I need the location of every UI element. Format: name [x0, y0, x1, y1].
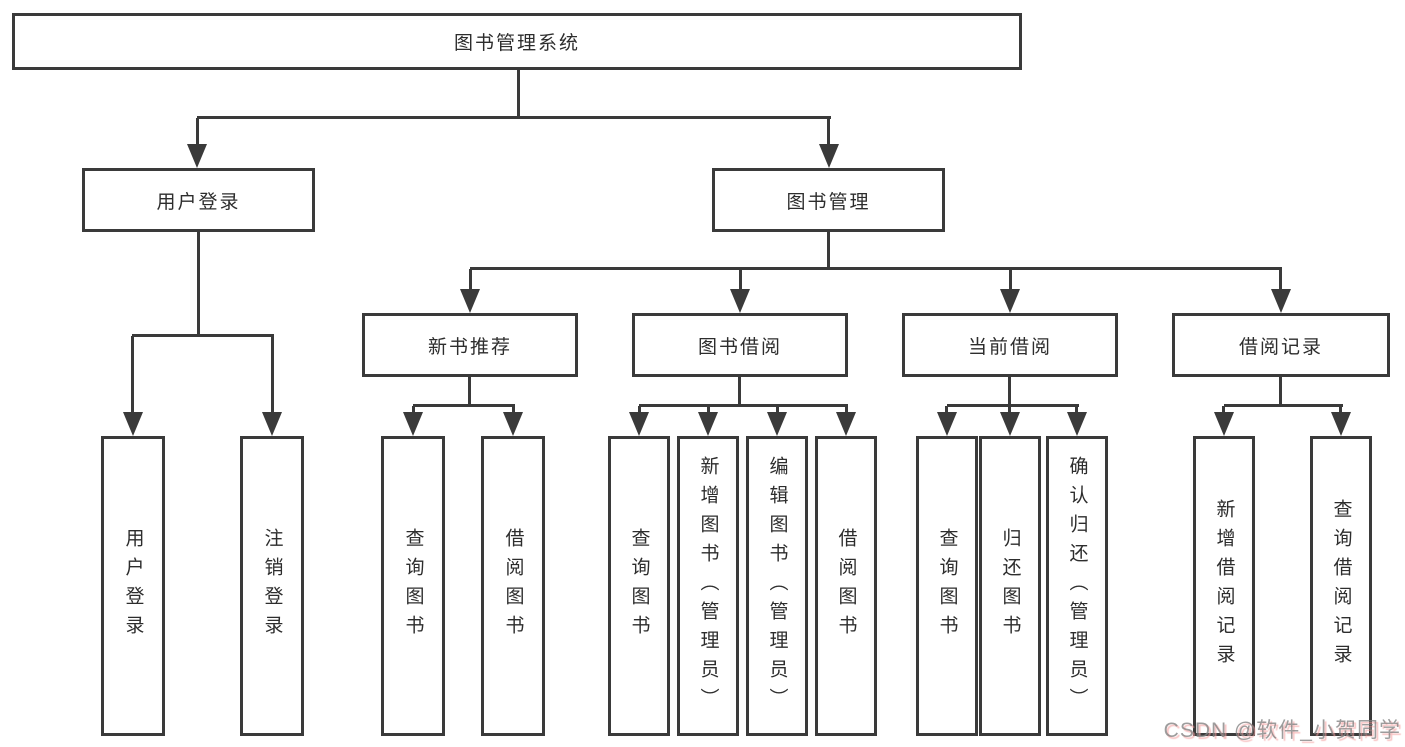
leaf-logout: 注销登录 — [240, 436, 304, 736]
arrowhead-nb-query — [403, 412, 423, 436]
edge-drop-nb-query — [412, 406, 415, 414]
arrowhead-borrow-records — [1271, 289, 1291, 313]
leaf-user-login-label: 用户登录 — [122, 528, 144, 644]
node-book-borrow: 图书借阅 — [632, 313, 848, 377]
leaf-nb-borrow-books: 借阅图书 — [481, 436, 545, 736]
edge-book-borrow-stem — [738, 377, 741, 406]
leaf-bb-add-books-admin: 新增图书（管理员） — [677, 436, 739, 736]
edge-drop-br-add — [1222, 406, 1225, 414]
leaf-bb-add-books-admin-label: 新增图书（管理员） — [697, 455, 719, 717]
arrowhead-book-management — [819, 144, 839, 168]
node-borrow-records-label: 借阅记录 — [1238, 336, 1323, 358]
leaf-cb-query-books-label: 查询图书 — [936, 528, 958, 644]
arrowhead-current-borrow — [1000, 289, 1020, 313]
leaf-nb-query-books-label: 查询图书 — [402, 528, 424, 644]
leaf-bb-borrow-books: 借阅图书 — [815, 436, 877, 736]
edge-drop-user-login — [196, 118, 199, 146]
leaf-br-query-record: 查询借阅记录 — [1310, 436, 1372, 736]
leaf-bb-query-books: 查询图书 — [608, 436, 670, 736]
edge-root-rail — [197, 116, 831, 119]
edge-drop-bb-edit — [776, 406, 779, 414]
edge-drop-current-borrow — [1009, 269, 1012, 291]
node-current-borrow-label: 当前借阅 — [967, 336, 1052, 358]
arrowhead-cb-confirm — [1067, 412, 1087, 436]
leaf-br-add-record: 新增借阅记录 — [1193, 436, 1255, 736]
edge-drop-login-leaf — [131, 336, 134, 414]
node-borrow-records: 借阅记录 — [1172, 313, 1390, 377]
leaf-br-query-record-label: 查询借阅记录 — [1330, 499, 1352, 673]
node-new-book-recommend: 新书推荐 — [362, 313, 578, 377]
leaf-cb-return-books: 归还图书 — [979, 436, 1041, 736]
edge-drop-nb-borrow — [512, 406, 515, 414]
edge-drop-bb-add — [707, 406, 710, 414]
edge-drop-cb-query — [945, 406, 948, 414]
node-book-management: 图书管理 — [712, 168, 945, 232]
leaf-br-add-record-label: 新增借阅记录 — [1213, 499, 1235, 673]
edge-borrow-records-rail — [1224, 404, 1343, 407]
node-book-management-label: 图书管理 — [786, 191, 871, 213]
edge-book-borrow-rail — [639, 404, 848, 407]
arrowhead-bb-query — [629, 412, 649, 436]
leaf-bb-borrow-books-label: 借阅图书 — [835, 528, 857, 644]
edge-drop-borrow-records — [1279, 269, 1282, 291]
leaf-cb-confirm-return-admin-label: 确认归还（管理员） — [1066, 455, 1088, 717]
node-current-borrow: 当前借阅 — [902, 313, 1118, 377]
leaf-cb-query-books: 查询图书 — [916, 436, 978, 736]
arrowhead-br-query — [1331, 412, 1351, 436]
arrowhead-new-book — [460, 289, 480, 313]
node-new-book-recommend-label: 新书推荐 — [427, 336, 512, 358]
edge-drop-bb-borrow — [845, 406, 848, 414]
arrowhead-user-login — [187, 144, 207, 168]
leaf-bb-query-books-label: 查询图书 — [628, 528, 650, 644]
arrowhead-book-borrow — [730, 289, 750, 313]
node-root: 图书管理系统 — [12, 13, 1022, 70]
edge-current-borrow-rail — [947, 404, 1079, 407]
node-user-login: 用户登录 — [82, 168, 315, 232]
arrowhead-bb-borrow — [836, 412, 856, 436]
edge-drop-book-borrow — [739, 269, 742, 291]
leaf-nb-query-books: 查询图书 — [381, 436, 445, 736]
arrowhead-cb-return — [1000, 412, 1020, 436]
edge-drop-book-management — [827, 118, 830, 146]
edge-root-stem — [517, 70, 520, 119]
node-book-borrow-label: 图书借阅 — [697, 336, 782, 358]
edge-drop-logout-leaf — [271, 336, 274, 414]
arrowhead-br-add — [1214, 412, 1234, 436]
edge-book-management-stem — [827, 232, 830, 270]
arrowhead-bb-edit — [767, 412, 787, 436]
node-root-label: 图书管理系统 — [453, 33, 580, 54]
edge-user-login-stem — [197, 232, 200, 337]
edge-drop-cb-confirm — [1075, 406, 1078, 414]
arrowhead-logout-leaf — [262, 412, 282, 436]
arrowhead-login-leaf — [123, 412, 143, 436]
leaf-nb-borrow-books-label: 借阅图书 — [502, 528, 524, 644]
edge-new-book-stem — [468, 377, 471, 406]
leaf-cb-return-books-label: 归还图书 — [999, 528, 1021, 644]
leaf-bb-edit-books-admin-label: 编辑图书（管理员） — [766, 455, 788, 717]
arrowhead-cb-query — [937, 412, 957, 436]
arrowhead-bb-add — [698, 412, 718, 436]
edge-current-borrow-stem — [1008, 377, 1011, 406]
edge-book-management-rail — [470, 267, 1282, 270]
edge-user-login-rail — [132, 334, 274, 337]
edge-new-book-rail — [413, 404, 515, 407]
leaf-user-login: 用户登录 — [101, 436, 165, 736]
arrowhead-nb-borrow — [503, 412, 523, 436]
csdn-watermark: CSDN @软件_小贺同学 — [1163, 719, 1401, 742]
edge-drop-bb-query — [638, 406, 641, 414]
edge-drop-br-query — [1339, 406, 1342, 414]
leaf-bb-edit-books-admin: 编辑图书（管理员） — [746, 436, 808, 736]
edge-drop-cb-return — [1008, 406, 1011, 414]
edge-drop-new-book — [469, 269, 472, 291]
leaf-cb-confirm-return-admin: 确认归还（管理员） — [1046, 436, 1108, 736]
edge-borrow-records-stem — [1279, 377, 1282, 406]
leaf-logout-label: 注销登录 — [261, 528, 283, 644]
node-user-login-label: 用户登录 — [156, 191, 241, 213]
